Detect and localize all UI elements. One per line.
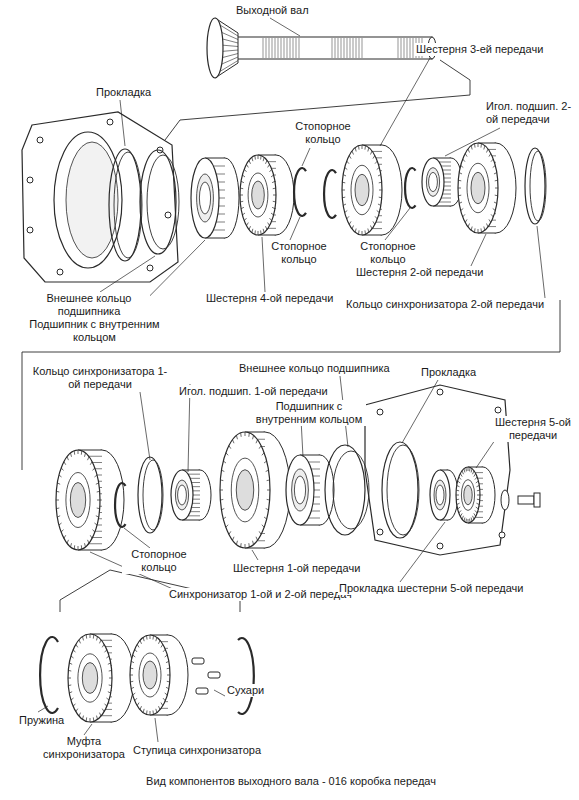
leader-line (380, 58, 430, 146)
washer-bolt (501, 490, 540, 510)
synchronizer (56, 450, 124, 550)
gear-4th (240, 155, 294, 235)
needle-bearing (422, 158, 462, 206)
gear-3rd (342, 145, 402, 235)
tapered-bearing (191, 158, 239, 238)
part-label: Внешнее кольцо подшипника (28, 292, 150, 318)
part-label: Стопорное кольцо (266, 240, 332, 266)
part-label: Прокладка шестерни 5-ой передачи (338, 582, 524, 595)
leader-line (140, 392, 150, 460)
part-label: Прокладка (420, 366, 477, 379)
leader-line (155, 718, 158, 742)
part-label: Стопорное кольцо (122, 548, 196, 574)
snap-ring (324, 170, 336, 218)
part-label: Шестерня 1-ой передачи (232, 562, 361, 575)
part-label: Шестерня 5-ой передачи (491, 416, 575, 442)
housing-bearing (430, 470, 458, 520)
leader-line (445, 128, 500, 156)
snap-ring (405, 168, 415, 208)
part-label: Пружина (18, 714, 65, 727)
tapered-bearing (286, 455, 334, 525)
part-label: Стопорное кольцо (290, 120, 356, 146)
part-label: Подшипник с внутренним кольцом (26, 318, 163, 344)
spring (238, 638, 254, 714)
synchro-ring (138, 457, 163, 533)
gear-1st (220, 432, 290, 548)
leader-line (214, 690, 225, 696)
leader-line (270, 18, 300, 36)
leader-line (470, 234, 486, 268)
caption: Вид компонентов выходного вала - 016 кор… (120, 775, 462, 788)
leader-line (262, 237, 265, 292)
part-label: Кольцо синхронизатора 1-ой передачи (28, 365, 172, 391)
needle-bearing (171, 470, 211, 520)
part-label: Муфта синхронизатора (38, 735, 130, 761)
leader-line (252, 550, 258, 560)
gear-5th (456, 467, 495, 523)
leader-line (290, 217, 300, 240)
snap-ring (115, 483, 125, 527)
part-label: Внешнее кольцо подшипника (238, 362, 391, 375)
part-label: Ступица синхронизатора (132, 744, 262, 757)
part-label: Синхронизатор 1-ой и 2-ой передач (168, 588, 353, 601)
leader-line (537, 226, 545, 298)
leader-line (400, 522, 445, 582)
part-label: Сухари (226, 684, 265, 697)
part-label: Кольцо синхронизатора 2-ой передачи (345, 298, 545, 311)
leader-line (100, 256, 155, 292)
output-shaft (207, 18, 436, 78)
synchro-ring (525, 148, 546, 224)
leader-line (385, 208, 410, 240)
part-label: Шестерня 4-ой передачи (205, 292, 334, 305)
snap-ring (294, 168, 306, 216)
leader-line (402, 380, 438, 443)
synchro-hub (130, 635, 188, 715)
part-label: Подшипник с внутренним кольцом (252, 400, 366, 426)
part-label: Игол. подшип. 1-ой передачи (178, 385, 329, 398)
leader-line (124, 528, 150, 548)
part-label: Шестерня 3-ей передачи (415, 43, 544, 56)
bearing-housing (365, 385, 510, 555)
leader-line (120, 100, 125, 146)
gasket (382, 442, 419, 538)
synchro-sleeve (68, 634, 134, 722)
spring (40, 637, 58, 713)
bearing-outer-race (325, 445, 369, 535)
part-label: Стопорное кольцо (355, 240, 421, 266)
leader-line (84, 724, 92, 735)
part-label: Прокладка (95, 86, 152, 99)
keys (192, 658, 220, 694)
leader-line (302, 148, 310, 166)
part-label: Игол. подшип. 2-ой передачи (485, 100, 575, 126)
part-label: Шестерня 2-ой передачи (355, 266, 484, 279)
leader-line (38, 706, 48, 712)
gasket (109, 149, 142, 261)
part-label: Выходной вал (235, 4, 310, 17)
bearing-outer-race (140, 150, 179, 254)
gear-2nd (458, 143, 516, 233)
